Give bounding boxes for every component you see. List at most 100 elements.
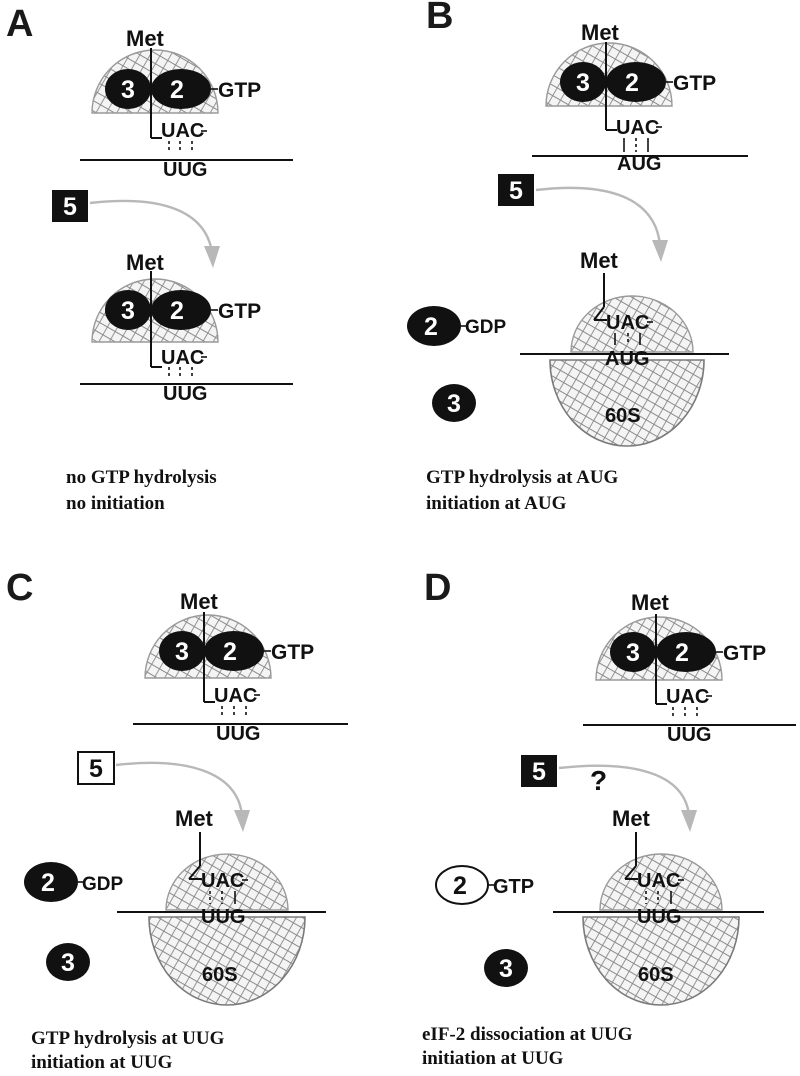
codon-label: UUG: [163, 159, 207, 181]
panel-a: A Met 3 2 GTP UAC UUG 5: [6, 3, 293, 514]
eif5-box: [521, 755, 557, 787]
eif2-oval: [204, 631, 264, 671]
subunit-label: 60S: [638, 964, 674, 986]
codon-label: UUG: [201, 906, 245, 928]
eif3-oval: [560, 62, 606, 102]
eif5-box: [52, 190, 88, 222]
eif5-label: 5: [509, 177, 523, 205]
eif5-box: [498, 174, 534, 206]
eif3-oval: [105, 69, 151, 109]
panel-c: C Met 3 2 GTP UAC UUG 5 2: [6, 567, 348, 1073]
amino-acid-label: Met: [175, 806, 214, 831]
codon-label: AUG: [605, 348, 649, 370]
panel-b-top-complex: Met 3 2 GTP UAC AUG: [532, 20, 748, 175]
arrow-head: [652, 240, 668, 262]
eif3-label: 3: [626, 639, 640, 667]
panel-c-letter: C: [6, 567, 33, 609]
subunit-label: 60S: [605, 405, 641, 427]
caption-line-1: eIF-2 dissociation at UUG: [422, 1024, 633, 1045]
caption-line-2: initiation at UUG: [422, 1048, 564, 1069]
panel-d-top-complex: Met 3 2 GTP UAC UUG: [583, 590, 796, 746]
caption-line-2: initiation at AUG: [426, 493, 567, 514]
subunit-label: 60S: [202, 964, 238, 986]
caption-line-1: no GTP hydrolysis: [66, 467, 217, 488]
panel-b-released-eif3: 3: [432, 384, 476, 422]
codon-label: UUG: [216, 723, 260, 745]
gtp-label: GTP: [218, 79, 261, 102]
trna-kink: [188, 865, 201, 880]
caption-line-1: GTP hydrolysis at AUG: [426, 467, 619, 488]
anticodon-label: UAC: [161, 120, 204, 142]
eif5-label: 5: [532, 758, 546, 786]
amino-acid-label: Met: [612, 806, 651, 831]
anticodon-label: UAC: [616, 117, 659, 139]
eif3-oval: [484, 949, 528, 987]
arrow-head: [681, 810, 697, 832]
panel-b-released-eif2: 2 GDP: [407, 306, 507, 346]
eif3-oval: [610, 632, 656, 672]
anticodon-label: UAC: [666, 686, 709, 708]
arrow-head: [234, 810, 250, 832]
arrow-curve: [115, 761, 244, 816]
eif3-oval: [105, 290, 151, 330]
trna-kink: [593, 306, 605, 321]
panel-c-released-eif3: 3: [46, 943, 90, 981]
eif2-label: 2: [453, 872, 467, 900]
arrow-curve: [558, 764, 691, 816]
amino-acid-label: Met: [581, 20, 620, 45]
eif5-label: 5: [89, 755, 103, 783]
panel-a-top-complex: Met 3 2 GTP UAC UUG: [80, 26, 293, 181]
anticodon-label: UAC: [214, 685, 257, 707]
panel-a-letter: A: [6, 3, 33, 45]
trna-kink: [624, 865, 637, 880]
eif2-label: 2: [625, 69, 639, 97]
eif3-label: 3: [499, 955, 513, 983]
amino-acid-label: Met: [180, 589, 219, 614]
panel-a-bottom-complex: Met 3 2 GTP UAC UUG: [80, 250, 293, 405]
codon-label: AUG: [617, 153, 661, 175]
eif3-label: 3: [121, 297, 135, 325]
eif2-label: 2: [675, 639, 689, 667]
panel-b: B Met 3 2 GTP UAC AUG 5 2: [407, 0, 748, 514]
ribosome-40s: [599, 853, 723, 911]
eif3-oval: [46, 943, 90, 981]
eif3-label: 3: [576, 69, 590, 97]
panel-c-released-eif2: 2 GDP: [24, 862, 124, 902]
eif2-oval: [151, 290, 211, 330]
eif3-label: 3: [61, 949, 75, 977]
codon-label: UUG: [637, 906, 681, 928]
anticodon-label: UAC: [606, 312, 649, 334]
gtp-label: GTP: [673, 72, 716, 95]
anticodon-label: UAC: [201, 870, 244, 892]
panel-d-released-eif3: 3: [484, 949, 528, 987]
anticodon-label: UAC: [161, 347, 204, 369]
gtp-label: GTP: [723, 642, 766, 665]
panel-d: D Met 3 2 GTP UAC UUG 5 ? 2: [422, 567, 796, 1069]
amino-acid-label: Met: [126, 26, 165, 51]
gdp-label: GDP: [82, 874, 124, 895]
eif2-label: 2: [41, 869, 55, 897]
eif2-label: 2: [170, 297, 184, 325]
eif2-oval: [656, 632, 716, 672]
ribosome-60s: [549, 359, 705, 447]
ribosome-60s: [582, 916, 740, 1006]
caption-line-2: initiation at UUG: [31, 1052, 173, 1073]
panel-c-80s-complex: Met UAC UUG 60S: [117, 806, 326, 1006]
eif3-label: 3: [175, 638, 189, 666]
panel-b-letter: B: [426, 0, 453, 37]
panel-d-letter: D: [424, 567, 451, 609]
question-mark: ?: [590, 765, 607, 796]
panel-d-80s-complex: Met UAC UUG 60S: [553, 806, 764, 1006]
caption-line-2: no initiation: [66, 493, 165, 514]
eif3-label: 3: [121, 76, 135, 104]
codon-label: UUG: [667, 724, 711, 746]
ribosome-40s: [165, 853, 289, 911]
eif5-box-outline: [77, 751, 115, 785]
anticodon-label: UAC: [637, 870, 680, 892]
eif3-oval: [432, 384, 476, 422]
eif2-label: 2: [424, 313, 438, 341]
panel-b-80s-complex: Met UAC AUG 60S: [520, 248, 729, 447]
amino-acid-label: Met: [580, 248, 619, 273]
eif2-oval: [24, 862, 78, 902]
